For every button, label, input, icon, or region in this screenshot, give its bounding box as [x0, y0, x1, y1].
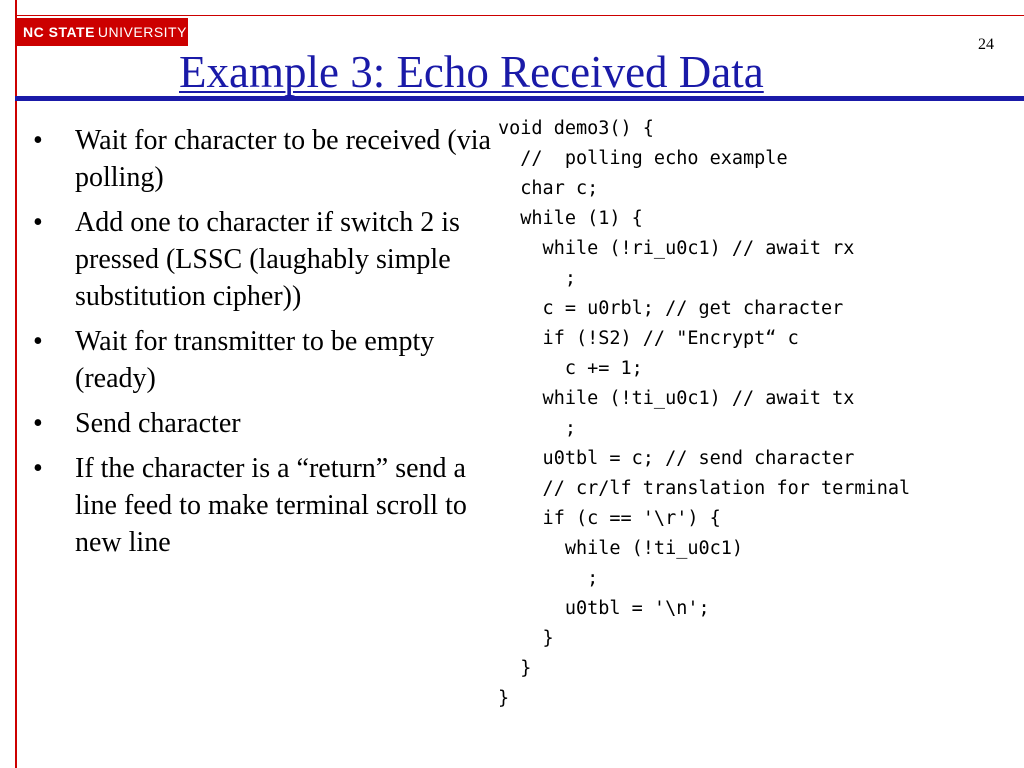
code-line: } [498, 628, 554, 649]
code-line: c = u0rbl; // get character [498, 298, 844, 319]
code-line: while (!ti_u0c1) [498, 538, 744, 559]
bullet-dot-icon: • [33, 207, 43, 238]
bullet-item: • If the character is a “return” send a … [30, 450, 500, 561]
bullet-text: Wait for character to be received (via p… [75, 125, 491, 193]
code-line: u0tbl = c; // send character [498, 448, 855, 469]
bullet-text: Send character [75, 408, 241, 439]
code-line: // cr/lf translation for terminal [498, 478, 911, 499]
bullet-text: Wait for transmitter to be empty (ready) [75, 326, 435, 394]
slide-title: Example 3: Echo Received Data [179, 47, 764, 97]
bullet-dot-icon: • [33, 408, 43, 439]
bullet-text: If the character is a “return” send a li… [75, 453, 467, 558]
bullet-dot-icon: • [33, 453, 43, 484]
page-number: 24 [978, 36, 994, 53]
code-line: while (!ri_u0c1) // await rx [498, 238, 855, 259]
code-line: if (c == '\r') { [498, 508, 721, 529]
code-line: } [498, 688, 510, 709]
code-line: ; [498, 268, 576, 289]
left-border-rule [15, 0, 17, 768]
code-line: // polling echo example [498, 148, 788, 169]
title-underline-rule [15, 96, 1024, 101]
code-line: char c; [498, 178, 599, 199]
bullet-dot-icon: • [33, 326, 43, 357]
code-line: void demo3() { [498, 118, 654, 139]
bullet-list: • Wait for character to be received (via… [30, 122, 500, 569]
code-line: ; [498, 418, 576, 439]
nc-state-logo: NC STATE UNIVERSITY [16, 18, 188, 46]
bullet-item: • Wait for transmitter to be empty (read… [30, 323, 500, 397]
bullet-item: • Send character [30, 405, 500, 442]
code-line: c += 1; [498, 358, 643, 379]
code-line: while (1) { [498, 208, 643, 229]
code-line: if (!S2) // "Encrypt“ c [498, 328, 799, 349]
bullet-item: • Add one to character if switch 2 is pr… [30, 204, 500, 315]
code-line: while (!ti_u0c1) // await tx [498, 388, 855, 409]
logo-text-light: UNIVERSITY [97, 24, 187, 40]
code-line: } [498, 658, 532, 679]
code-line: ; [498, 568, 599, 589]
bullet-text: Add one to character if switch 2 is pres… [75, 207, 460, 312]
bullet-item: • Wait for character to be received (via… [30, 122, 500, 196]
code-line: u0tbl = '\n'; [498, 598, 710, 619]
code-block: void demo3() { // polling echo example c… [498, 114, 910, 714]
top-border-line [15, 15, 1024, 16]
bullet-dot-icon: • [33, 125, 43, 156]
logo-text-bold: NC STATE [23, 24, 95, 40]
